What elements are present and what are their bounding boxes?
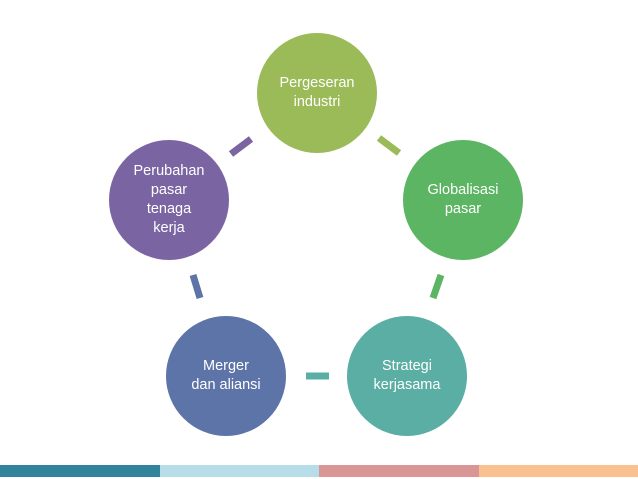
footer-bar-segment <box>0 465 160 477</box>
footer-color-bar <box>0 465 638 477</box>
node-strategi-kerjasama: Strategi kerjasama <box>347 316 467 436</box>
node-perubahan-pasar-tenaga-kerja: Perubahan pasar tenaga kerja <box>109 140 229 260</box>
node-pergeseran-industri: Pergeseran industri <box>257 33 377 153</box>
connector-4-5 <box>189 273 204 300</box>
footer-bar-segment <box>159 465 319 477</box>
connector-5-1 <box>228 136 254 157</box>
connector-2-3 <box>429 273 445 300</box>
node-globalisasi-pasar: Globalisasi pasar <box>403 140 523 260</box>
node-label: Perubahan pasar tenaga kerja <box>133 163 205 236</box>
node-label: Pergeseran industri <box>279 75 355 110</box>
node-label: Globalisasi pasar <box>427 182 499 217</box>
node-label: Strategi kerjasama <box>373 358 441 393</box>
footer-bar-segment <box>319 465 479 477</box>
footer-bar-segment <box>478 465 638 477</box>
node-merger-dan-aliansi: Merger dan aliansi <box>166 316 286 436</box>
node-label: Merger dan aliansi <box>191 358 261 393</box>
connector-1-2 <box>376 135 402 156</box>
